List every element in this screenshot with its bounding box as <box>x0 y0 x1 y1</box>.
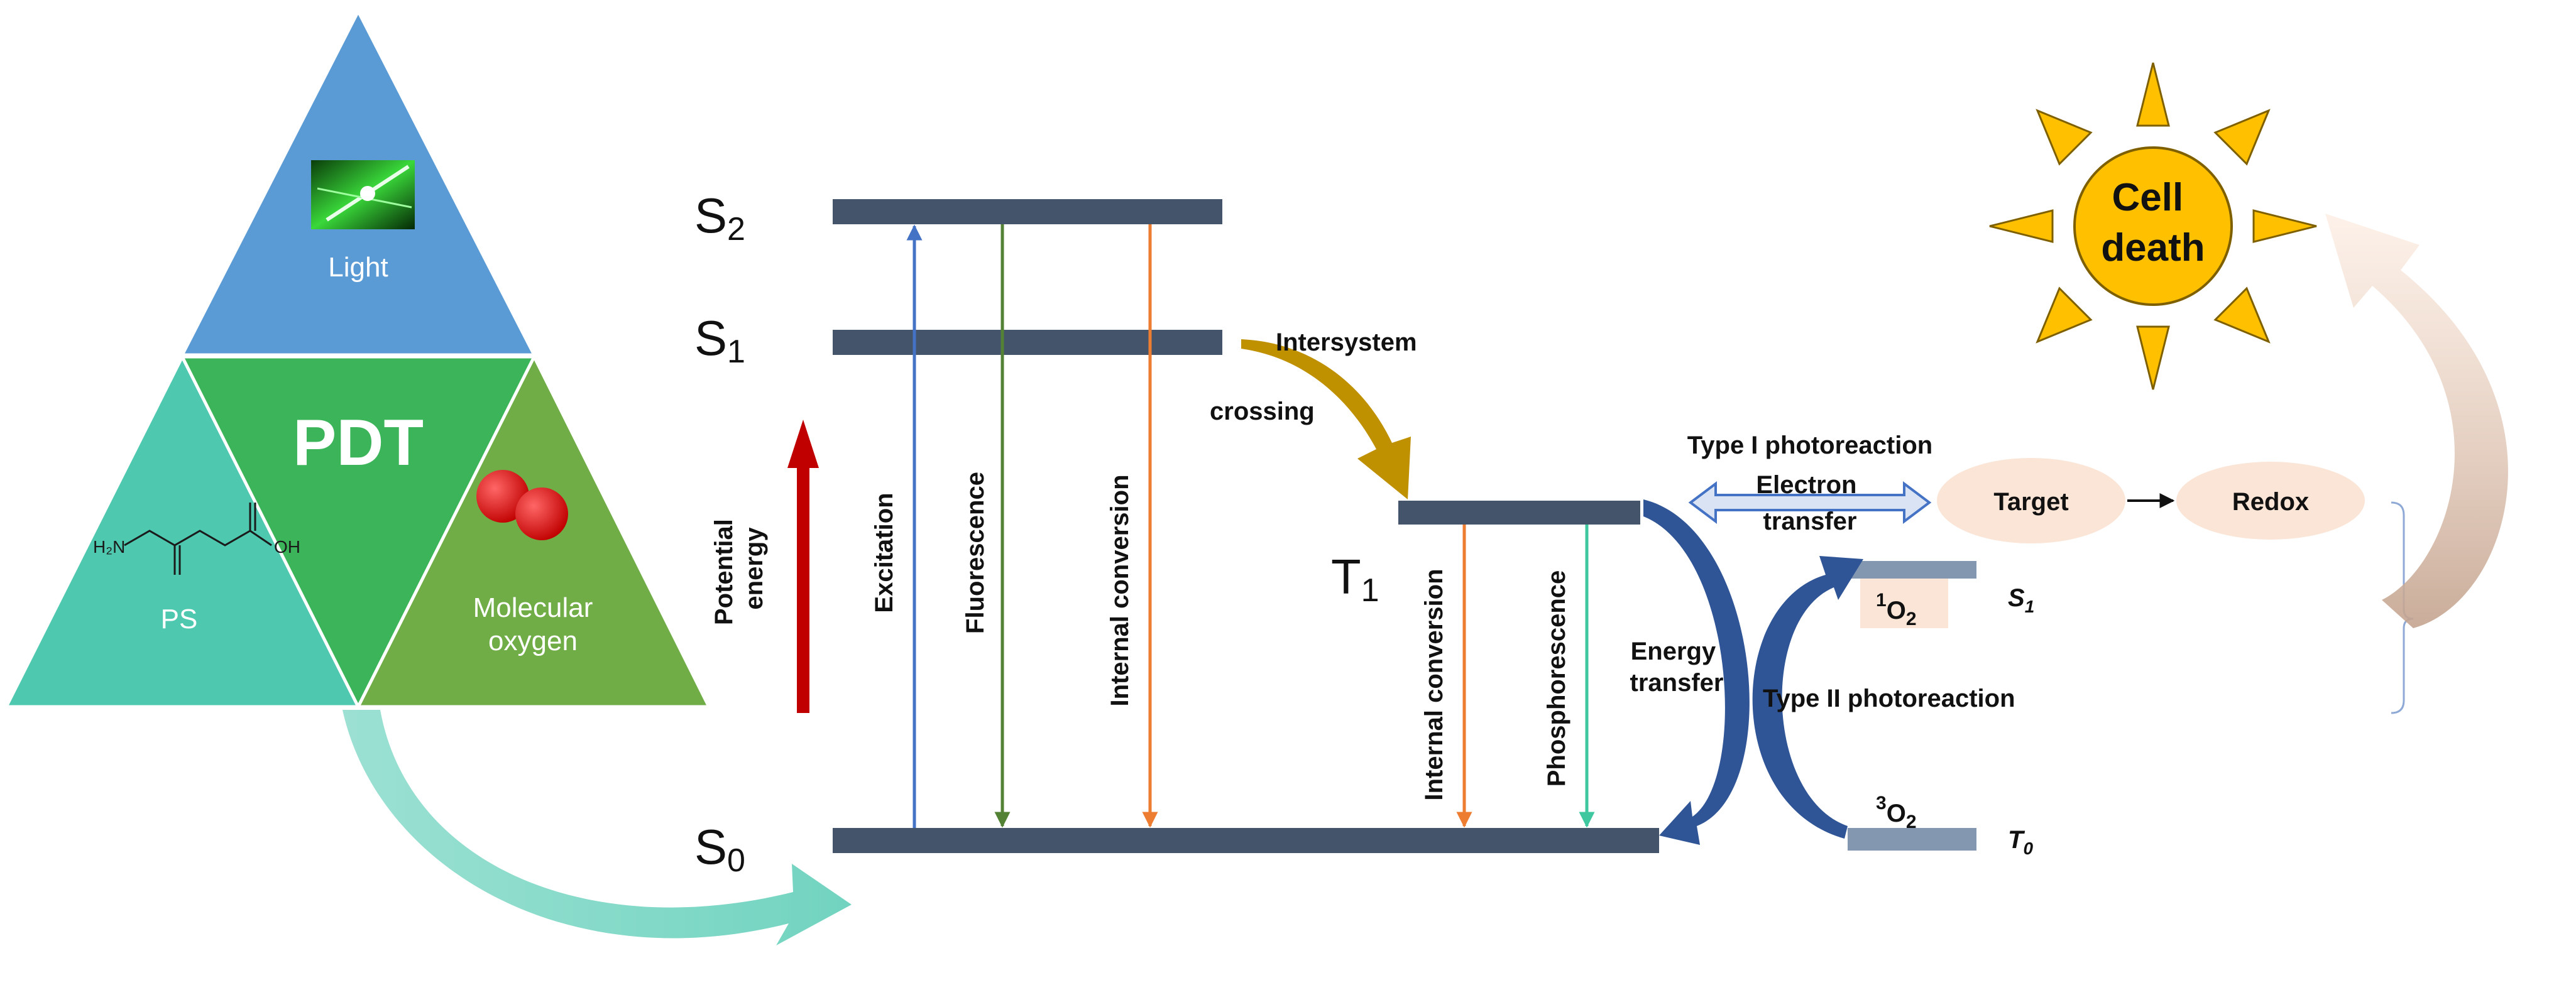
internal-conversion-t-label: Internal conversion <box>1420 569 1448 801</box>
cell-death-sun-icon <box>1989 62 2317 390</box>
potential-energy-arrow <box>787 420 819 713</box>
ps-label: PS <box>161 604 198 634</box>
type2-photoreaction-arrow <box>1752 556 1863 839</box>
oxygen-t0-level-bar <box>1848 828 1976 851</box>
oxygen-s1-label: S1 <box>2008 584 2034 616</box>
s0-level-bar <box>833 828 1659 853</box>
ps-acid-label: OH <box>274 537 300 557</box>
redox-ellipse <box>2176 462 2365 540</box>
electron-transfer-label: Electron transfer <box>1756 471 1863 535</box>
oxygen-s1-level-bar <box>1848 561 1976 579</box>
pdt-triangle: Light PDT H₂N OH PS Molecular oxygen <box>3 8 712 710</box>
ps-amine-label: H₂N <box>93 537 125 557</box>
oxygen-label-line2: oxygen <box>488 626 578 656</box>
s1-level-bar <box>833 330 1222 355</box>
t1-label: T1 <box>1331 549 1379 609</box>
type1-photoreaction-label: Type I photoreaction <box>1687 432 1932 459</box>
electron-transfer-double-arrow <box>1688 481 1932 524</box>
t1-level-bar <box>1398 501 1640 525</box>
fluorescence-label: Fluorescence <box>962 472 989 634</box>
s2-label: S2 <box>694 188 745 248</box>
to-cell-death-arrow <box>2325 214 2508 628</box>
singlet-oxygen-box <box>1860 574 1948 628</box>
cell-death-label: Cell death <box>2101 176 2205 269</box>
potential-energy-label: Potential energy <box>710 512 768 625</box>
phosphorescence-label: Phosphorescence <box>1543 570 1570 787</box>
isc-label-line2: crossing <box>1210 398 1315 425</box>
laser-light-image <box>311 160 415 229</box>
redox-label: Redox <box>2232 488 2309 516</box>
s2-level-bar <box>833 199 1222 224</box>
oxygen-t0-label: T0 <box>2008 826 2033 858</box>
excitation-label: Excitation <box>870 493 898 612</box>
isc-label-line1: Intersystem <box>1276 329 1417 356</box>
intersystem-crossing-arrow <box>1241 339 1411 499</box>
pdt-title: PDT <box>293 406 424 479</box>
ps-molecule-structure <box>124 503 272 575</box>
oxygen-molecule-icon <box>476 470 568 540</box>
light-label: Light <box>328 252 388 283</box>
target-label: Target <box>1993 488 2068 516</box>
s0-label: S0 <box>694 819 745 879</box>
type2-photoreaction-label: Type II photoreaction <box>1763 685 2015 712</box>
oxygen-label-line1: Molecular <box>473 592 593 623</box>
singlet-oxygen-label: 1O2 <box>1876 590 1917 629</box>
target-ellipse <box>1937 458 2125 543</box>
energy-transfer-arrow <box>1643 499 1750 845</box>
internal-conversion-s-label: Internal conversion <box>1106 475 1134 707</box>
triangle-to-s0-arrow <box>343 710 852 945</box>
s1-label: S1 <box>694 310 745 370</box>
energy-transfer-label: Energy transfer <box>1630 638 1724 697</box>
energy-levels <box>833 199 1659 853</box>
triplet-oxygen-label: 3O2 <box>1876 793 1917 832</box>
